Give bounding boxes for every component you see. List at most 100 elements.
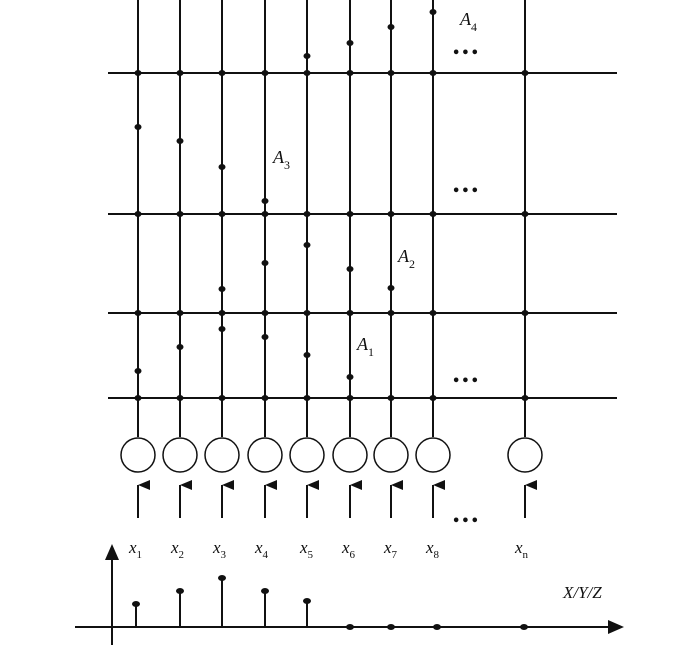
weight-dot [218,395,226,401]
connection-grid [108,0,617,437]
input-node-5 [289,437,325,473]
weight-dot [134,310,142,316]
weight-dot [218,326,226,332]
weight-dot [346,40,354,46]
weight-dot [134,70,142,76]
input-label-x7: x7 [383,538,398,561]
signal-stem-head-3 [218,575,226,581]
input-label-x1: x1 [128,538,142,561]
weight-dot [387,395,395,401]
signal-stem-head-2 [176,588,184,594]
weight-dot [134,395,142,401]
weight-dot [176,70,184,76]
weight-dot [134,211,142,217]
ellipsis-2: ••• [452,184,480,199]
weight-dot [134,368,142,374]
input-node-2 [162,437,198,473]
weight-dot [303,395,311,401]
weight-dot [387,310,395,316]
signal-stem-head-9 [520,624,528,630]
weight-dot [429,310,437,316]
weight-dot [261,211,269,217]
weight-dot [303,211,311,217]
weight-dot [218,70,226,76]
weight-dot [218,211,226,217]
weight-dot [521,395,529,401]
weight-dot [387,285,395,291]
weight-dots [134,9,529,401]
weight-dot [261,395,269,401]
input-label-x6: x6 [341,538,356,561]
weight-dot [176,211,184,217]
weight-dot [176,395,184,401]
signal-stem-head-7 [387,624,395,630]
input-label-x5: x5 [299,538,314,561]
input-node-4 [247,437,283,473]
input-node-1 [120,437,156,473]
weight-dot [303,242,311,248]
input-node-9 [507,437,543,473]
region-label-a4: A4 [459,9,477,34]
weight-dot [176,344,184,350]
weight-dot [346,266,354,272]
weight-dot [521,310,529,316]
weight-dot [346,70,354,76]
input-label-x4: x4 [254,538,269,561]
weight-dot [387,70,395,76]
signal-stem-head-4 [261,588,269,594]
weight-dot [387,24,395,30]
weight-dot [218,310,226,316]
ellipsis-1: ••• [452,46,480,61]
input-node-6 [332,437,368,473]
weight-dot [261,334,269,340]
weight-dot [429,70,437,76]
input-label-x8: x8 [425,538,440,561]
ellipsis-4: ••• [452,514,480,529]
region-label-a1: A1 [356,334,374,359]
x-axis-arrowhead [608,620,624,634]
signal-stem-head-6 [346,624,354,630]
weight-dot [134,124,142,130]
weight-dot [303,352,311,358]
weight-dot [429,9,437,15]
input-label-x2: x2 [170,538,184,561]
weight-dot [346,211,354,217]
region-label-a3: A3 [272,147,290,172]
signal-stems [132,575,528,630]
weight-dot [429,211,437,217]
input-label-x3: x3 [212,538,227,561]
weight-dot [261,310,269,316]
weight-dot [261,198,269,204]
weight-dot [176,310,184,316]
signal-stem-head-8 [433,624,441,630]
input-node-8 [415,437,451,473]
weight-dot [176,138,184,144]
weight-dot [303,310,311,316]
weight-dot [303,53,311,59]
axis-label-xyz: X/Y/Z [562,583,602,602]
weight-dot [218,164,226,170]
weight-dot [521,211,529,217]
weight-dot [346,310,354,316]
weight-dot [261,70,269,76]
ellipsis-3: ••• [452,374,480,389]
signal-stem-head-1 [132,601,140,607]
weight-dot [387,211,395,217]
input-arrows [137,480,537,518]
weight-dot [521,70,529,76]
weight-dot [346,395,354,401]
y-axis-arrowhead [105,544,119,560]
weight-dot [303,70,311,76]
input-label-xn: xn [514,538,529,561]
signal-stem-head-5 [303,598,311,604]
weight-dot [261,260,269,266]
input-node-3 [204,437,240,473]
input-node-7 [373,437,409,473]
input-neurons [120,437,543,473]
region-label-a2: A2 [397,246,415,271]
weight-dot [429,395,437,401]
weight-dot [346,374,354,380]
input-labels: x1 x2 x3 x4 x5 x6 x7 x8 xn [128,538,529,561]
weight-dot [218,286,226,292]
